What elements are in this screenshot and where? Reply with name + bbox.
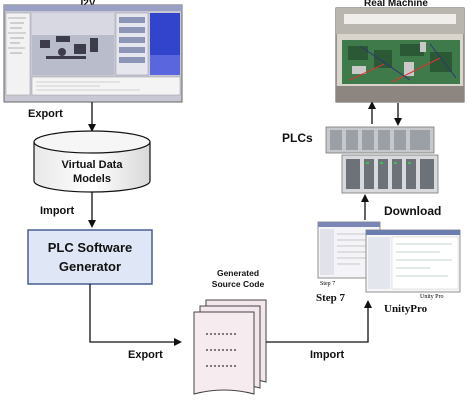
step7-label: Step 7 bbox=[316, 292, 346, 304]
unitypro-label: UnityPro bbox=[384, 303, 428, 315]
generated-label-line2: Source Code bbox=[212, 279, 265, 289]
plc-hardware-photo bbox=[326, 127, 438, 193]
database-label-line1: Virtual Data bbox=[62, 159, 124, 171]
generator-label-line1: PLC Software bbox=[48, 240, 133, 255]
unitypro-screenshot: Unity Pro bbox=[366, 230, 460, 300]
real-machine-photo bbox=[336, 8, 464, 102]
simulation-screenshot bbox=[4, 5, 182, 102]
export-label-top: Export bbox=[28, 108, 63, 120]
generated-label-line1: Generated bbox=[217, 268, 259, 278]
download-label: Download bbox=[384, 204, 441, 218]
virtual-data-models-database: Virtual Data Models bbox=[34, 131, 150, 192]
generated-source-code-documents bbox=[194, 300, 266, 394]
plcs-label: PLCs bbox=[282, 131, 313, 145]
export-label-bottom: Export bbox=[128, 349, 163, 361]
step7-small-caption: Step 7 bbox=[320, 281, 335, 287]
plc-software-generator-box: PLC Software Generator bbox=[28, 230, 152, 284]
database-label-line2: Models bbox=[73, 173, 111, 185]
unitypro-small-caption: Unity Pro bbox=[420, 294, 444, 300]
import-label-left: Import bbox=[40, 205, 75, 217]
import-label-bottom: Import bbox=[310, 349, 345, 361]
generator-label-line2: Generator bbox=[59, 259, 121, 274]
